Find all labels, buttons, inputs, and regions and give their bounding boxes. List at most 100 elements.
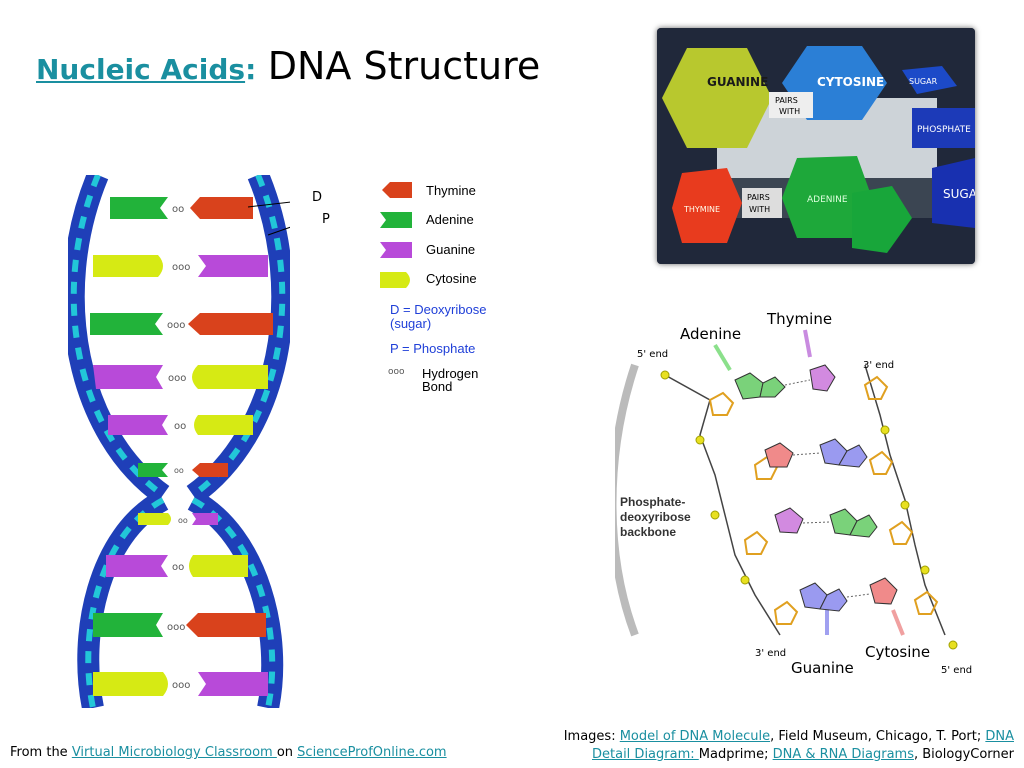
photo-guanine-text: GUANINE [707, 75, 768, 89]
phosphate-3 [710, 510, 720, 520]
photo-svg: GUANINE CYTOSINE PAIRS WITH SUGAR PHOSPH… [657, 28, 975, 264]
scienceprofonline-link[interactable]: ScienceProfOnline.com [297, 745, 447, 760]
svg-text:oo: oo [174, 466, 184, 475]
detail-diagram-link[interactable]: Detail Diagram: [592, 747, 699, 762]
thymine-arrow [803, 329, 812, 358]
chem-5end-top: 5' end [637, 349, 669, 360]
legend-guanine: Guanine [426, 242, 476, 257]
chem-3end-bottom: 3' end [755, 648, 787, 659]
thymine-model [672, 168, 742, 243]
helix-p-label: P [322, 212, 330, 227]
backbone-line2: deoxyribose [620, 510, 691, 524]
svg-text:ooo: ooo [172, 680, 190, 691]
base-pair-1: oo [110, 197, 253, 219]
image-credits: Images: Model of DNA Molecule, Field Mus… [534, 728, 1014, 764]
photo-thymine-text: THYMINE [683, 205, 720, 214]
dna-chemical-diagram: Adenine Thymine 5' end 3' end Phosphate-… [608, 305, 985, 680]
nucleic-acids-link[interactable]: Nucleic Acids [36, 53, 246, 86]
footer-middle: on [276, 745, 298, 760]
credits-mid1: , Field Museum, Chicago, T. Port; [770, 729, 986, 744]
dna-rna-diagrams-link[interactable]: DNA & RNA Diagrams [772, 747, 914, 762]
dna-helix-diagram: oo ooo ooo ooo oo oo [62, 170, 309, 711]
credits-suffix: , BiologyCorner [914, 747, 1014, 762]
legend-hydrogen-bond: Hydrogen Bond [422, 367, 478, 393]
dna-model-photo: GUANINE CYTOSINE PAIRS WITH SUGAR PHOSPH… [657, 28, 975, 264]
photo-sugar-text: SUGAR [909, 77, 938, 86]
sugar-4 [868, 450, 894, 475]
phosphate-7 [920, 565, 930, 575]
left-strand-upper-dash [70, 173, 165, 498]
legend-adenine: Adenine [426, 212, 474, 227]
phosphate-1 [660, 370, 670, 380]
base-adenine-1 [734, 372, 764, 400]
svg-text:oo: oo [178, 516, 188, 525]
base-thymine-1 [809, 364, 836, 392]
sugar-2 [863, 375, 889, 400]
base-pair-6: oo [138, 463, 228, 477]
pairs-with-sign-2 [742, 188, 782, 218]
base-thymine-2 [774, 507, 804, 534]
chem-guanine-label: Guanine [791, 659, 854, 677]
adenine-model-2 [852, 186, 912, 253]
suga-model [932, 158, 975, 228]
phosphate-2 [695, 435, 705, 445]
sugar-8 [913, 590, 939, 615]
title-text: DNA Structure [267, 44, 541, 88]
legend-swatches [380, 182, 412, 288]
legend-phosphate: P = Phosphate [390, 341, 476, 356]
base-pair-9: ooo [93, 613, 266, 637]
sugar-7 [773, 600, 799, 625]
sugar-6 [888, 520, 914, 545]
backbone-line1: Phosphate- [620, 495, 686, 509]
model-dna-link[interactable]: Model of DNA Molecule [619, 729, 771, 744]
sugar-1 [708, 391, 735, 416]
chem-5end-bottom: 5' end [941, 665, 973, 676]
photo-with-1: WITH [779, 107, 800, 116]
sugar-5 [743, 530, 769, 555]
virtual-microbiology-link[interactable]: Virtual Microbiology Classroom [71, 745, 277, 760]
legend-thymine: Thymine [426, 183, 476, 198]
slide-title: Nucleic Acids: DNA Structure [36, 44, 540, 88]
base-cytosine-2 [869, 577, 898, 605]
footer-prefix: From the [10, 745, 72, 760]
credits-mid2: Madprime; [698, 747, 773, 762]
deoxyribose-line1: D = Deoxyribose [390, 302, 487, 317]
svg-text:ooo: ooo [167, 622, 185, 633]
base-pair-8: oo [106, 555, 248, 577]
credits-prefix: Images: [563, 729, 620, 744]
chem-3end-top: 3' end [863, 360, 895, 371]
phosphate-5 [880, 425, 890, 435]
photo-adenine-text: ADENINE [807, 195, 848, 205]
guanine-model [662, 48, 772, 148]
dna-link[interactable]: DNA [985, 729, 1014, 744]
backbone-line3: backbone [620, 525, 677, 539]
photo-phosphate-text: PHOSPHATE [917, 125, 971, 135]
base-pair-7: oo [138, 513, 218, 525]
sugar-model [902, 66, 957, 94]
phosphate-6 [900, 500, 910, 510]
helix-svg: oo ooo ooo ooo oo oo [62, 170, 309, 711]
footer-left: From the Virtual Microbiology Classroom … [10, 745, 447, 760]
photo-pairs-1: PAIRS [775, 96, 798, 105]
chem-adenine-label: Adenine [680, 325, 742, 343]
base-pair-2: ooo [93, 255, 268, 277]
chem-thymine-label: Thymine [767, 310, 833, 328]
hydrogen-bond-line1: Hydrogen [422, 366, 479, 381]
hydrogen-bond-icon: ooo [388, 367, 405, 377]
chem-svg [608, 329, 958, 650]
pairs-with-sign [769, 92, 813, 118]
guanine-swatch [380, 242, 412, 258]
photo-pairs-2: PAIRS [747, 193, 770, 202]
title-colon: : [245, 53, 257, 86]
svg-text:oo: oo [174, 421, 186, 432]
phosphate-4 [740, 575, 750, 585]
svg-text:oo: oo [172, 562, 184, 573]
sugar-3 [753, 455, 779, 480]
phosphate-8 [948, 640, 958, 650]
cytosine-swatch [380, 272, 410, 288]
cytosine-arrow [891, 609, 905, 636]
hydrogen-bond-line2: Bond [422, 379, 453, 394]
base-pair-5: oo [108, 415, 253, 435]
svg-text:ooo: ooo [167, 320, 185, 331]
phosphate-model [912, 108, 975, 148]
